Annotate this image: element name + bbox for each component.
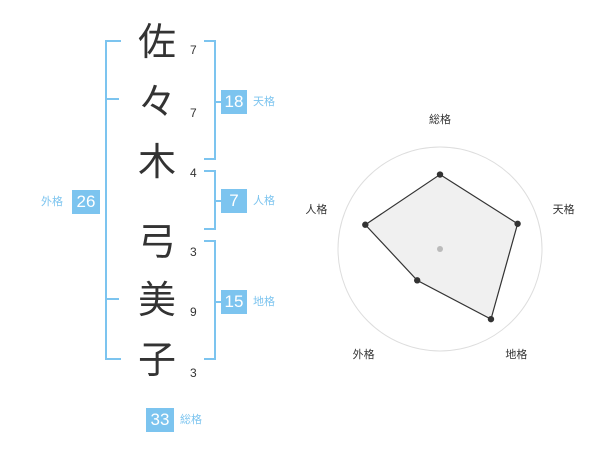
tenkaku-badge: 18 (221, 90, 247, 114)
stroke-count-4: 3 (190, 245, 197, 259)
soukaku-badge: 33 (146, 408, 174, 432)
jinkaku-badge: 7 (221, 189, 247, 213)
chikaku-badge: 15 (221, 290, 247, 314)
stroke-count-2: 7 (190, 106, 197, 120)
radar-point-2 (514, 220, 521, 227)
name-char-5: 美 (137, 278, 176, 322)
jinkaku-label: 人格 (253, 194, 275, 207)
stroke-count-3: 4 (190, 166, 197, 180)
radar-point-1 (436, 171, 444, 178)
radar-axis-label-5: 人格 (305, 202, 327, 216)
gaikaku-label: 外格 (41, 195, 63, 208)
radar-axis-label-2: 天格 (553, 202, 575, 216)
radar-axis-label-3: 地格 (505, 347, 527, 361)
stroke-count-6: 3 (190, 366, 197, 380)
name-char-6: 子 (137, 338, 176, 382)
name-char-4: 弓 (137, 220, 176, 264)
name-char-2: 々 (137, 80, 176, 124)
radar-point-5 (362, 221, 369, 228)
radar-axis-label-4: 外格 (353, 347, 375, 361)
gaikaku-badge: 26 (72, 190, 100, 214)
stroke-count-1: 7 (190, 43, 197, 57)
stroke-count-5: 9 (190, 305, 197, 319)
name-char-1: 佐 (137, 20, 176, 64)
radar-center (437, 246, 443, 252)
tenkaku-label: 天格 (253, 95, 275, 108)
radar-point-4 (414, 277, 421, 284)
radar-point-3 (487, 315, 495, 323)
soukaku-label: 総格 (180, 413, 202, 426)
radar-axis-label-1: 総格 (429, 112, 451, 126)
chikaku-label: 地格 (253, 295, 275, 308)
name-char-3: 木 (137, 140, 176, 184)
